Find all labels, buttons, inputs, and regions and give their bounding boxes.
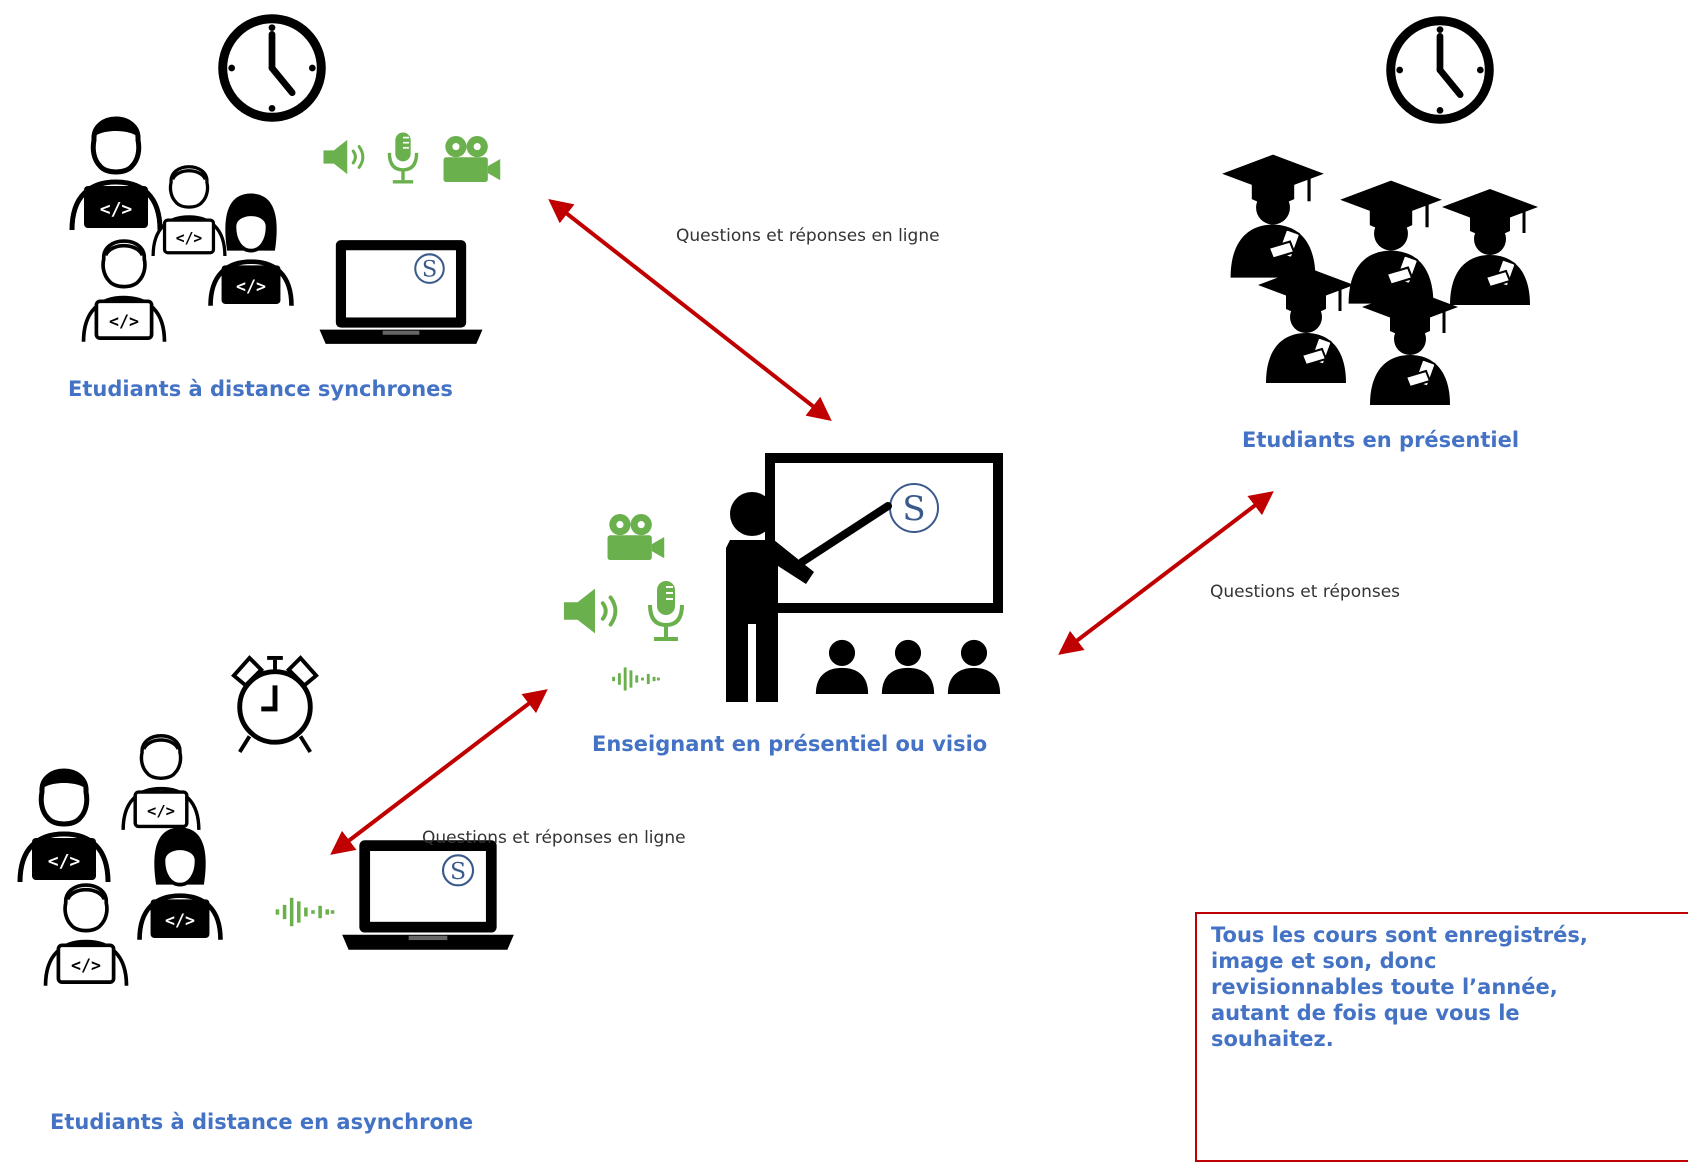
async-students-group: Etudiants à distance en asynchrone xyxy=(0,640,560,1149)
note-line: image et son, donc xyxy=(1211,949,1437,973)
presential-qa-arrow xyxy=(1058,491,1274,655)
sync-students-label: Etudiants à distance synchrones xyxy=(68,377,453,401)
sync-students-group: Etudiants à distance synchrones xyxy=(0,0,560,420)
note-line: revisionnables toute l’année, xyxy=(1211,975,1558,999)
note-line: Tous les cours sont enregistrés, xyxy=(1211,923,1588,947)
note-line: autant de fois que vous le xyxy=(1211,1001,1520,1025)
async-qa-label: Questions et réponses en ligne xyxy=(422,828,686,848)
recording-note-box: Tous les cours sont enregistrés, image e… xyxy=(1195,912,1688,1162)
svg-text:S: S xyxy=(902,489,925,529)
presential-qa-label: Questions et réponses xyxy=(1210,582,1401,602)
presential-students-group: Etudiants en présentiel xyxy=(1200,0,1688,470)
teacher-at-board-icon: S xyxy=(726,453,1003,702)
teacher-group: S Enseignant en présentiel ou visio xyxy=(560,440,1020,770)
sync-qa-arrow xyxy=(548,199,832,421)
teacher-label: Enseignant en présentiel ou visio xyxy=(592,732,988,756)
async-qa-arrow xyxy=(330,689,548,855)
presential-students-label: Etudiants en présentiel xyxy=(1242,428,1520,452)
sync-qa-label: Questions et réponses en ligne xyxy=(676,226,940,246)
note-line: souhaitez. xyxy=(1211,1027,1334,1051)
async-students-label: Etudiants à distance en asynchrone xyxy=(50,1110,474,1134)
